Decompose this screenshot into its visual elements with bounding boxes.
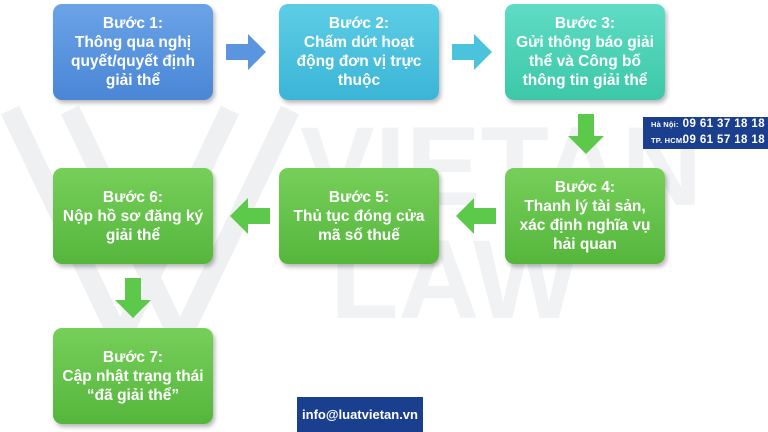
- arrow-down-6-to-7: [115, 278, 151, 318]
- step-1-line-3: giải thể: [105, 72, 161, 89]
- step-5-box: Bước 5: Thủ tục đóng cửa mã số thuế: [279, 168, 439, 264]
- step-7-line-2: “đã giải thể”: [86, 386, 180, 404]
- email-box: info@luatvietan.vn: [297, 397, 423, 432]
- arrow-down-3-to-4: [568, 114, 604, 154]
- step-3-line-2: thể và Công bố: [529, 53, 641, 70]
- step-3-line-3: thông tin giải thể: [522, 72, 648, 89]
- step-1-line-2: quyết/quyết định: [71, 53, 195, 70]
- hotline-hcm: TP. HCM: 09 61 57 18 18: [643, 133, 768, 149]
- step-6-line-2: giải thể: [105, 226, 161, 244]
- arrow-left-4-to-5: [456, 198, 496, 234]
- step-7-line-1: Cập nhật trạng thái: [62, 367, 204, 385]
- step-5-title: Bước 5:: [328, 188, 390, 206]
- step-6-title: Bước 6:: [102, 188, 164, 206]
- step-1-line-1: Thông qua nghị: [74, 34, 192, 51]
- step-6-box: Bước 6: Nộp hồ sơ đăng ký giải thể: [53, 168, 213, 264]
- step-6-line-1: Nộp hồ sơ đăng ký: [62, 207, 204, 225]
- step-3-box: Bước 3: Gửi thông báo giải thể và Công b…: [505, 4, 665, 100]
- step-7-box: Bước 7: Cập nhật trạng thái “đã giải thể…: [53, 328, 213, 424]
- step-7-title: Bước 7:: [102, 348, 164, 366]
- step-1-box: Bước 1: Thông qua nghị quyết/quyết định …: [53, 4, 213, 100]
- hotline-hanoi: Hà Nội: 09 61 37 18 18: [643, 117, 768, 133]
- hotline-hanoi-label: Hà Nội:: [651, 120, 679, 129]
- step-3-title: Bước 3:: [554, 15, 616, 32]
- hotline-hcm-label: TP. HCM:: [651, 136, 685, 145]
- step-2-line-1: Chấm dứt hoạt: [303, 34, 415, 51]
- hotline-hcm-phone: 09 61 57 18 18: [682, 134, 765, 146]
- hotline-hanoi-phone: 09 61 37 18 18: [682, 118, 765, 130]
- step-4-title: Bước 4:: [554, 179, 616, 196]
- step-2-line-3: thuộc: [337, 72, 381, 89]
- step-2-title: Bước 2:: [328, 15, 390, 32]
- arrow-right-2-to-3: [452, 34, 492, 70]
- step-3-line-1: Gửi thông báo giải: [516, 34, 654, 51]
- arrow-left-5-to-6: [230, 198, 270, 234]
- email-text: info@luatvietan.vn: [302, 407, 418, 422]
- step-2-box: Bước 2: Chấm dứt hoạt động đơn vị trực t…: [279, 4, 439, 100]
- step-4-line-2: xác định nghĩa vụ: [519, 217, 651, 234]
- step-5-line-1: Thủ tục đóng cửa: [293, 207, 425, 225]
- step-5-line-2: mã số thuế: [318, 226, 400, 244]
- step-4-line-1: Thanh lý tài sản,: [524, 198, 646, 215]
- arrow-right-1-to-2: [226, 34, 266, 70]
- step-4-line-3: hải quan: [553, 236, 617, 253]
- step-2-line-2: động đơn vị trực: [296, 53, 422, 70]
- step-1-title: Bước 1:: [102, 15, 164, 32]
- step-4-box: Bước 4: Thanh lý tài sản, xác định nghĩa…: [505, 168, 665, 264]
- hotline-box: Hà Nội: 09 61 37 18 18 TP. HCM: 09 61 57…: [643, 117, 768, 149]
